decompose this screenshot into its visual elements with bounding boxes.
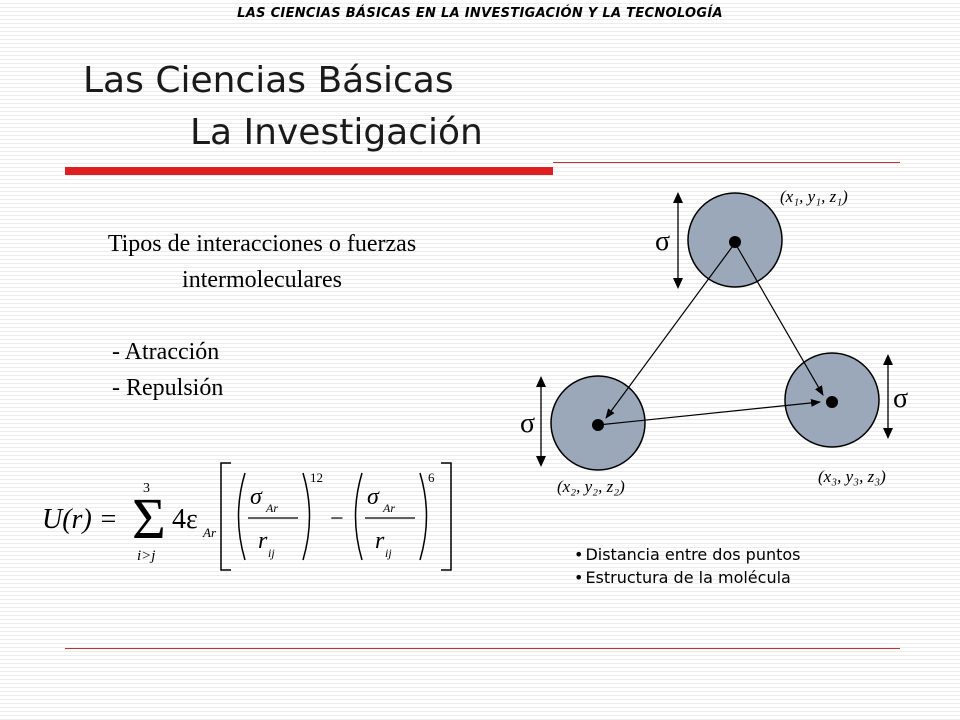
minus-sign: − — [330, 506, 344, 532]
r-subscript-2: ij — [385, 546, 392, 560]
bullet-dot: • — [574, 545, 584, 564]
sigma-subscript-1: Ar — [265, 501, 278, 515]
title-underline-thin — [553, 162, 900, 163]
arrow-1-to-2 — [605, 242, 736, 419]
subtitle: Tipos de interacciones o fuerzas intermo… — [40, 226, 484, 298]
molecule-diagram: σ σ σ (x₁, y₁, z₁) (x₂, y₂, z₂) (x₃, y₃,… — [520, 187, 908, 496]
title-line-1: Las Ciencias Básicas — [83, 60, 454, 101]
sigma-label-3: σ — [893, 383, 908, 414]
arrow-1-to-3 — [734, 242, 824, 396]
exponent-attractive: 6 — [428, 470, 435, 485]
force-repulsion: - Repulsión — [112, 375, 224, 401]
bullet-item: •Estructura de la molécula — [574, 566, 801, 589]
summation-lower: i>j — [137, 548, 155, 564]
point-3-coords: (x₃, y₃, z₃) — [818, 467, 886, 486]
atom-1-center — [729, 236, 741, 248]
lennard-jones-equation: U(r) = Σ 3 i>j 4ε Ar σ Ar r ij 12 − σ Ar… — [42, 462, 452, 571]
coefficient-subscript: Ar — [202, 525, 217, 540]
atom-3-center — [826, 396, 838, 408]
subtitle-line-1: Tipos de interacciones o fuerzas — [107, 231, 417, 257]
sigma-numerator-1: σ — [250, 484, 263, 510]
point-2-coords: (x₂, y₂, z₂) — [557, 477, 625, 496]
bullet-list: •Distancia entre dos puntos •Estructura … — [574, 543, 801, 589]
force-attraction: - Atracción — [112, 339, 220, 365]
r-subscript-1: ij — [268, 546, 275, 560]
sigma-subscript-2: Ar — [382, 501, 395, 515]
force-types-list: - Atracción - Repulsión — [112, 334, 223, 406]
slide-header: LAS CIENCIAS BÁSICAS EN LA INVESTIGACIÓN… — [237, 6, 723, 21]
bullet-text: Estructura de la molécula — [585, 568, 791, 587]
exponent-repulsive: 12 — [310, 470, 323, 485]
title-underline-bar — [65, 167, 553, 175]
point-1-coords: (x₁, y₁, z₁) — [780, 187, 848, 206]
footer-rule — [65, 648, 900, 649]
atom-2-center — [592, 419, 604, 431]
bullet-text: Distancia entre dos puntos — [585, 545, 801, 564]
sigma-label-1: σ — [655, 226, 670, 257]
r-denominator-2: r — [375, 528, 385, 554]
sigma-numerator-2: σ — [367, 484, 380, 510]
sigma-label-2: σ — [520, 408, 535, 439]
coefficient: 4ε — [172, 504, 198, 535]
equation-lhs: U(r) = — [42, 504, 118, 535]
subtitle-line-2: intermoleculares — [182, 267, 342, 293]
r-denominator-1: r — [258, 528, 268, 554]
bullet-dot: • — [574, 568, 584, 587]
arrow-2-to-3 — [597, 398, 821, 426]
bullet-item: •Distancia entre dos puntos — [574, 543, 801, 566]
summation-symbol: Σ — [132, 486, 166, 551]
summation-upper: 3 — [143, 481, 150, 496]
title-line-2: La Investigación — [190, 112, 483, 153]
